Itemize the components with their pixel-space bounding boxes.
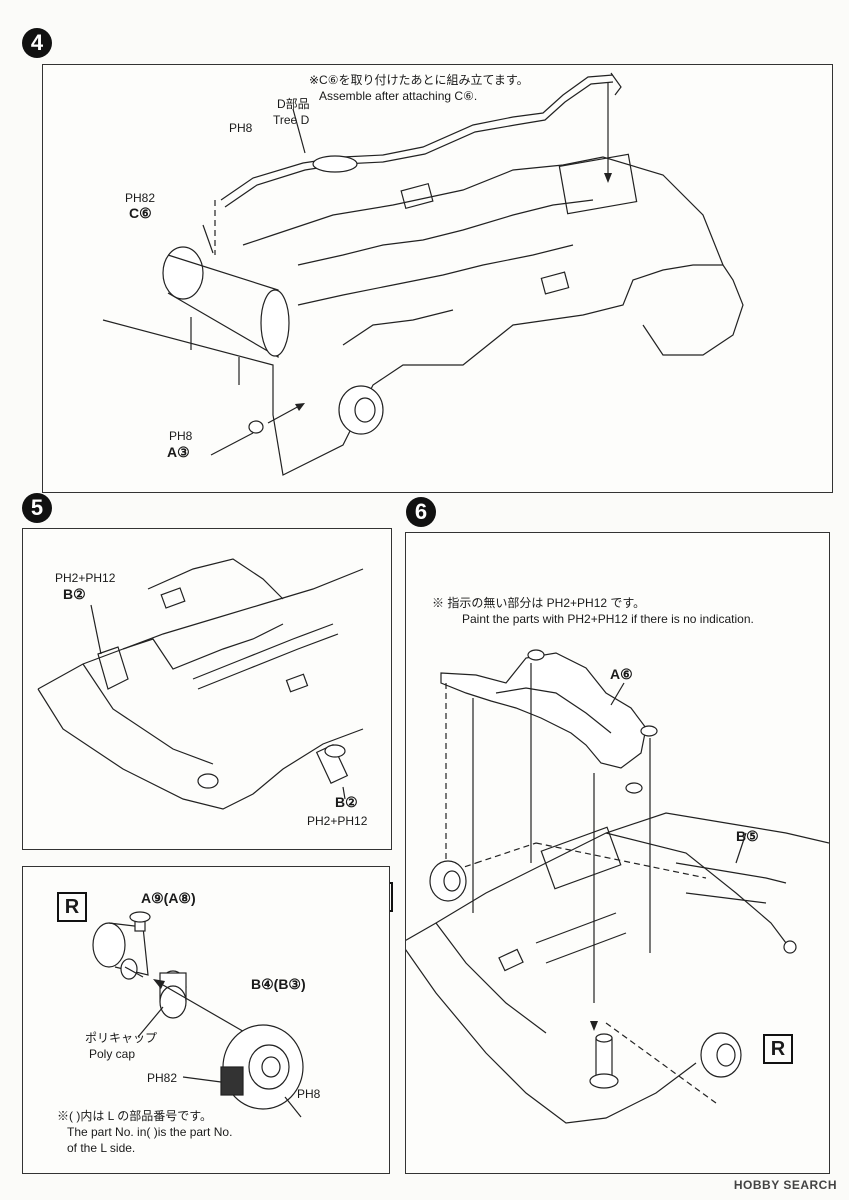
detail-b4-label: B④(B③) [251,976,306,992]
step-6-note-jp: ※ 指示の無い部分は PH2+PH12 です。 [432,596,646,610]
detail-r-panel: A⑨(A⑧) B④(B③) ポリキャップ Poly cap PH82 PH8 ※… [22,866,390,1174]
step-4-note-en: Assemble after attaching C⑥. [319,89,478,103]
detail-note-en-2: of the L side. [67,1141,136,1155]
hobby-search-watermark: HOBBY SEARCH [733,1178,837,1192]
step-5-panel: PH2+PH12 B② B② PH2+PH12 [22,528,392,850]
step-6-b5-label: B⑤ [736,828,759,844]
detail-ph8-label: PH8 [297,1087,321,1101]
detail-ph82-label: PH82 [147,1071,178,1085]
step-6-right-side-marker: R [763,1034,793,1064]
step-5-b2-bottom-label: B② [335,794,358,810]
a3-part-label: A③ [167,444,190,460]
step-6-badge: 6 [406,497,436,527]
step-5-b2-top-label: B② [63,586,86,602]
step-6-a6-label: A⑥ [610,666,633,682]
tree-d-label-en: Tree D [273,113,310,127]
step-4-note-jp: ※C⑥を取り付けたあとに組み立てます。 [309,73,529,87]
step-4-illustration [102,72,744,476]
ph8-bottom-label: PH8 [169,429,193,443]
step-5-bottom-paint-label: PH2+PH12 [307,814,368,828]
poly-cap-label-jp: ポリキャップ [85,1031,158,1045]
step-5-top-paint-label: PH2+PH12 [55,571,116,585]
step-5-badge: 5 [22,493,52,523]
detail-note-jp: ※( )内は L の部品番号です。 [57,1109,213,1123]
step-6-note-en: Paint the parts with PH2+PH12 if there i… [462,612,754,626]
ph8-top-label: PH8 [229,121,253,135]
c6-paint-label: PH82 [125,191,156,205]
detail-a9-label: A⑨(A⑧) [141,890,196,906]
detail-note-en-1: The part No. in( )is the part No. [67,1125,233,1139]
detail-r-illustration [92,911,304,1118]
step-4-badge: 4 [22,28,52,58]
step-6-illustration [406,649,829,1124]
tree-d-label-jp: D部品 [277,97,310,111]
step-6-panel: ※ 指示の無い部分は PH2+PH12 です。 Paint the parts … [405,532,830,1174]
step-5-illustration [37,558,364,810]
detail-right-side-marker: R [57,892,87,922]
c6-part-label: C⑥ [129,205,152,221]
poly-cap-label-en: Poly cap [89,1047,136,1061]
step-4-panel: ※C⑥を取り付けたあとに組み立てます。 Assemble after attac… [42,64,833,493]
